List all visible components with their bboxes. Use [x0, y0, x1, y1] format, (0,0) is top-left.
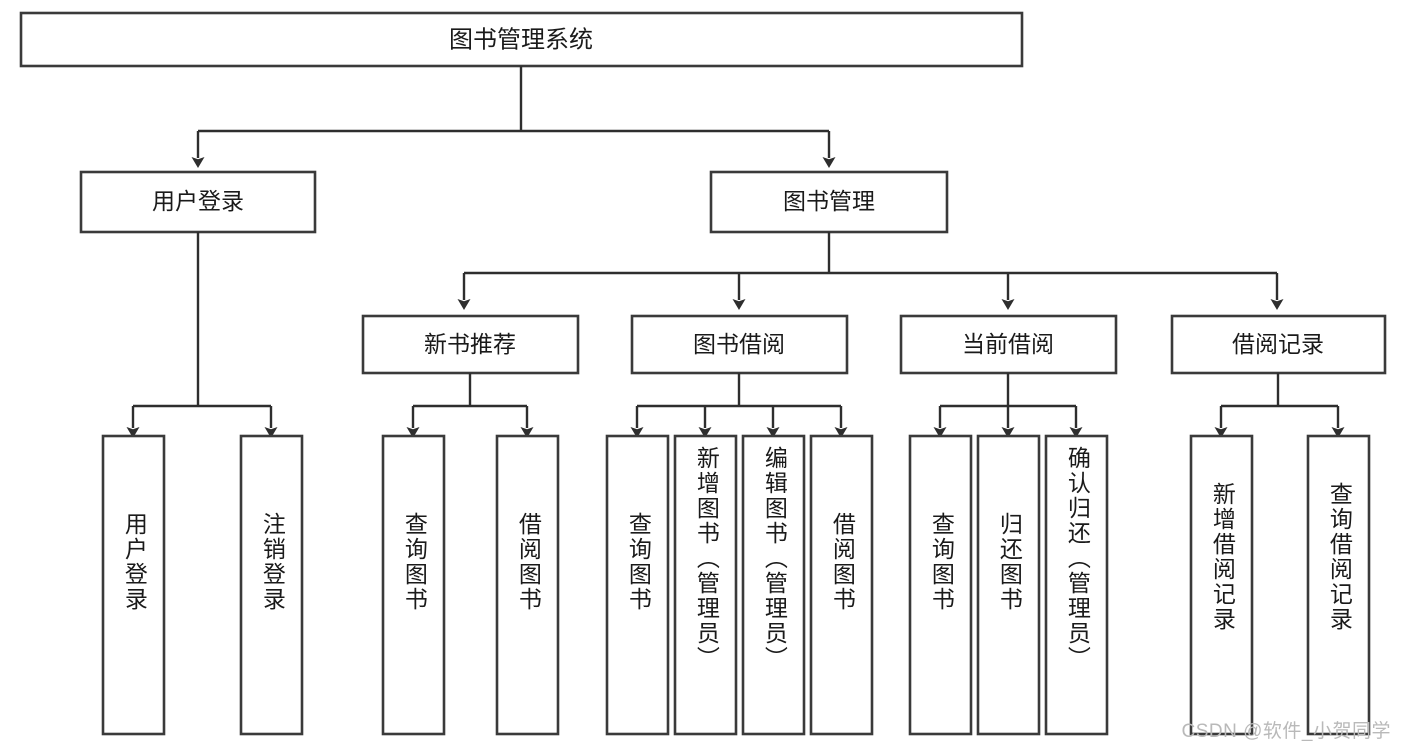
node-borrow-record-box[interactable]	[1170, 314, 1387, 375]
leaf-box-query-borrow-record[interactable]	[1306, 434, 1371, 736]
leaf-box-query-book-borrow[interactable]	[605, 434, 670, 736]
leaf-box-edit-book-admin[interactable]	[741, 434, 806, 736]
leaf-box-logout[interactable]	[239, 434, 304, 736]
node-new-book-label: 新书推荐	[424, 331, 516, 357]
leaf-box-borrow-book-new[interactable]	[495, 434, 560, 736]
node-book-mgmt-label: 图书管理	[783, 188, 875, 214]
node-borrow-record-label: 借阅记录	[1232, 331, 1324, 357]
node-new-book-box[interactable]	[361, 314, 580, 375]
leaf-box-borrow-book[interactable]	[809, 434, 874, 736]
leaf-box-return-book[interactable]	[976, 434, 1041, 736]
node-root-box[interactable]	[19, 11, 1024, 68]
leaf-box-add-book-admin[interactable]	[673, 434, 738, 736]
node-book-mgmt-box[interactable]	[709, 170, 949, 234]
node-root-label: 图书管理系统	[449, 26, 593, 53]
leaf-box-confirm-return-admin[interactable]	[1044, 434, 1109, 736]
node-book-borrow-box[interactable]	[630, 314, 849, 375]
leaf-box-query-book-current[interactable]	[908, 434, 973, 736]
node-user-login-label: 用户登录	[152, 188, 244, 214]
watermark-label: CSDN @软件_小贺同学	[1181, 721, 1391, 742]
leaf-box-user-login[interactable]	[101, 434, 166, 736]
node-current-borrow-label: 当前借阅	[962, 331, 1054, 357]
leaf-box-query-book-new[interactable]	[381, 434, 446, 736]
node-current-borrow-box[interactable]	[899, 314, 1118, 375]
node-book-borrow-label: 图书借阅	[693, 331, 785, 357]
leaf-box-add-borrow-record[interactable]	[1189, 434, 1254, 736]
